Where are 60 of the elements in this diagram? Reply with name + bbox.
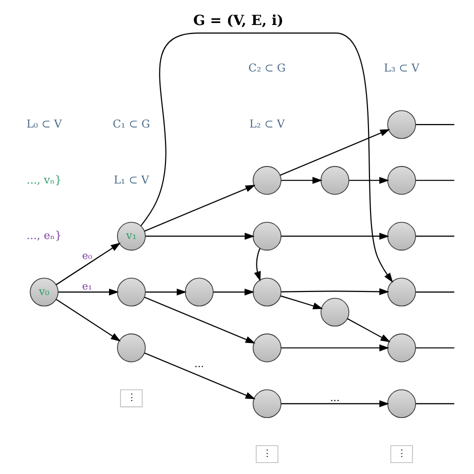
label: ..., vₙ} xyxy=(26,173,62,186)
connector xyxy=(415,292,454,293)
arrow xyxy=(280,344,389,352)
arrow xyxy=(280,400,389,408)
connector xyxy=(415,124,454,126)
arrow xyxy=(280,176,322,184)
node-circle xyxy=(252,278,281,306)
node-circle xyxy=(252,334,281,362)
arrow xyxy=(55,298,120,342)
node-circle xyxy=(252,222,281,251)
label: L₀ ⊂ V xyxy=(26,117,62,130)
arrow xyxy=(144,184,255,232)
node-circle xyxy=(116,334,146,362)
arrow xyxy=(348,176,389,184)
node-circle xyxy=(252,389,281,418)
diagram-title: G = (V, E, i) xyxy=(192,12,283,29)
arrow xyxy=(58,288,118,296)
node-box: ⋮ xyxy=(120,389,142,408)
arrow xyxy=(145,288,186,296)
edge-label: e₀ xyxy=(82,251,92,262)
node-box: ⋮ xyxy=(390,445,412,464)
connector xyxy=(415,180,454,181)
node-circle xyxy=(386,222,416,251)
arrow xyxy=(145,232,254,240)
connector xyxy=(415,347,454,348)
label: C₂ ⊂ G xyxy=(248,62,286,75)
label: L₁ ⊂ V xyxy=(113,173,149,186)
connector xyxy=(415,236,454,237)
arrow xyxy=(279,129,390,176)
node-circle xyxy=(184,278,214,306)
arrow xyxy=(280,232,389,240)
node-circle xyxy=(386,278,416,306)
label: L₃ ⊂ V xyxy=(383,62,419,75)
label: C₁ ⊂ G xyxy=(112,117,150,130)
arrow xyxy=(212,288,254,296)
node-circle xyxy=(116,278,146,306)
arrow xyxy=(55,242,120,286)
arrow xyxy=(346,318,390,342)
edge-label: e₁ xyxy=(82,281,92,292)
edge-label: ... xyxy=(330,392,340,404)
arrow xyxy=(280,295,322,310)
node-box: ⋮ xyxy=(255,445,278,464)
node-circle xyxy=(386,110,416,139)
node-circle: v₁ xyxy=(116,222,146,251)
node-circle xyxy=(386,334,416,362)
label: ..., eₙ} xyxy=(26,229,62,242)
node-circle xyxy=(386,166,416,195)
connector xyxy=(415,403,454,404)
arrow xyxy=(140,32,393,283)
label: L₂ ⊂ V xyxy=(248,117,284,130)
node-circle xyxy=(320,298,349,327)
edge-label: ... xyxy=(194,358,204,370)
arrow xyxy=(280,288,389,296)
node-circle xyxy=(320,166,349,195)
arrow xyxy=(144,296,255,344)
node-circle: v₀ xyxy=(29,278,58,306)
node-circle xyxy=(386,389,416,418)
arrow xyxy=(254,248,260,282)
node-circle xyxy=(252,166,281,195)
arrow xyxy=(144,352,255,400)
